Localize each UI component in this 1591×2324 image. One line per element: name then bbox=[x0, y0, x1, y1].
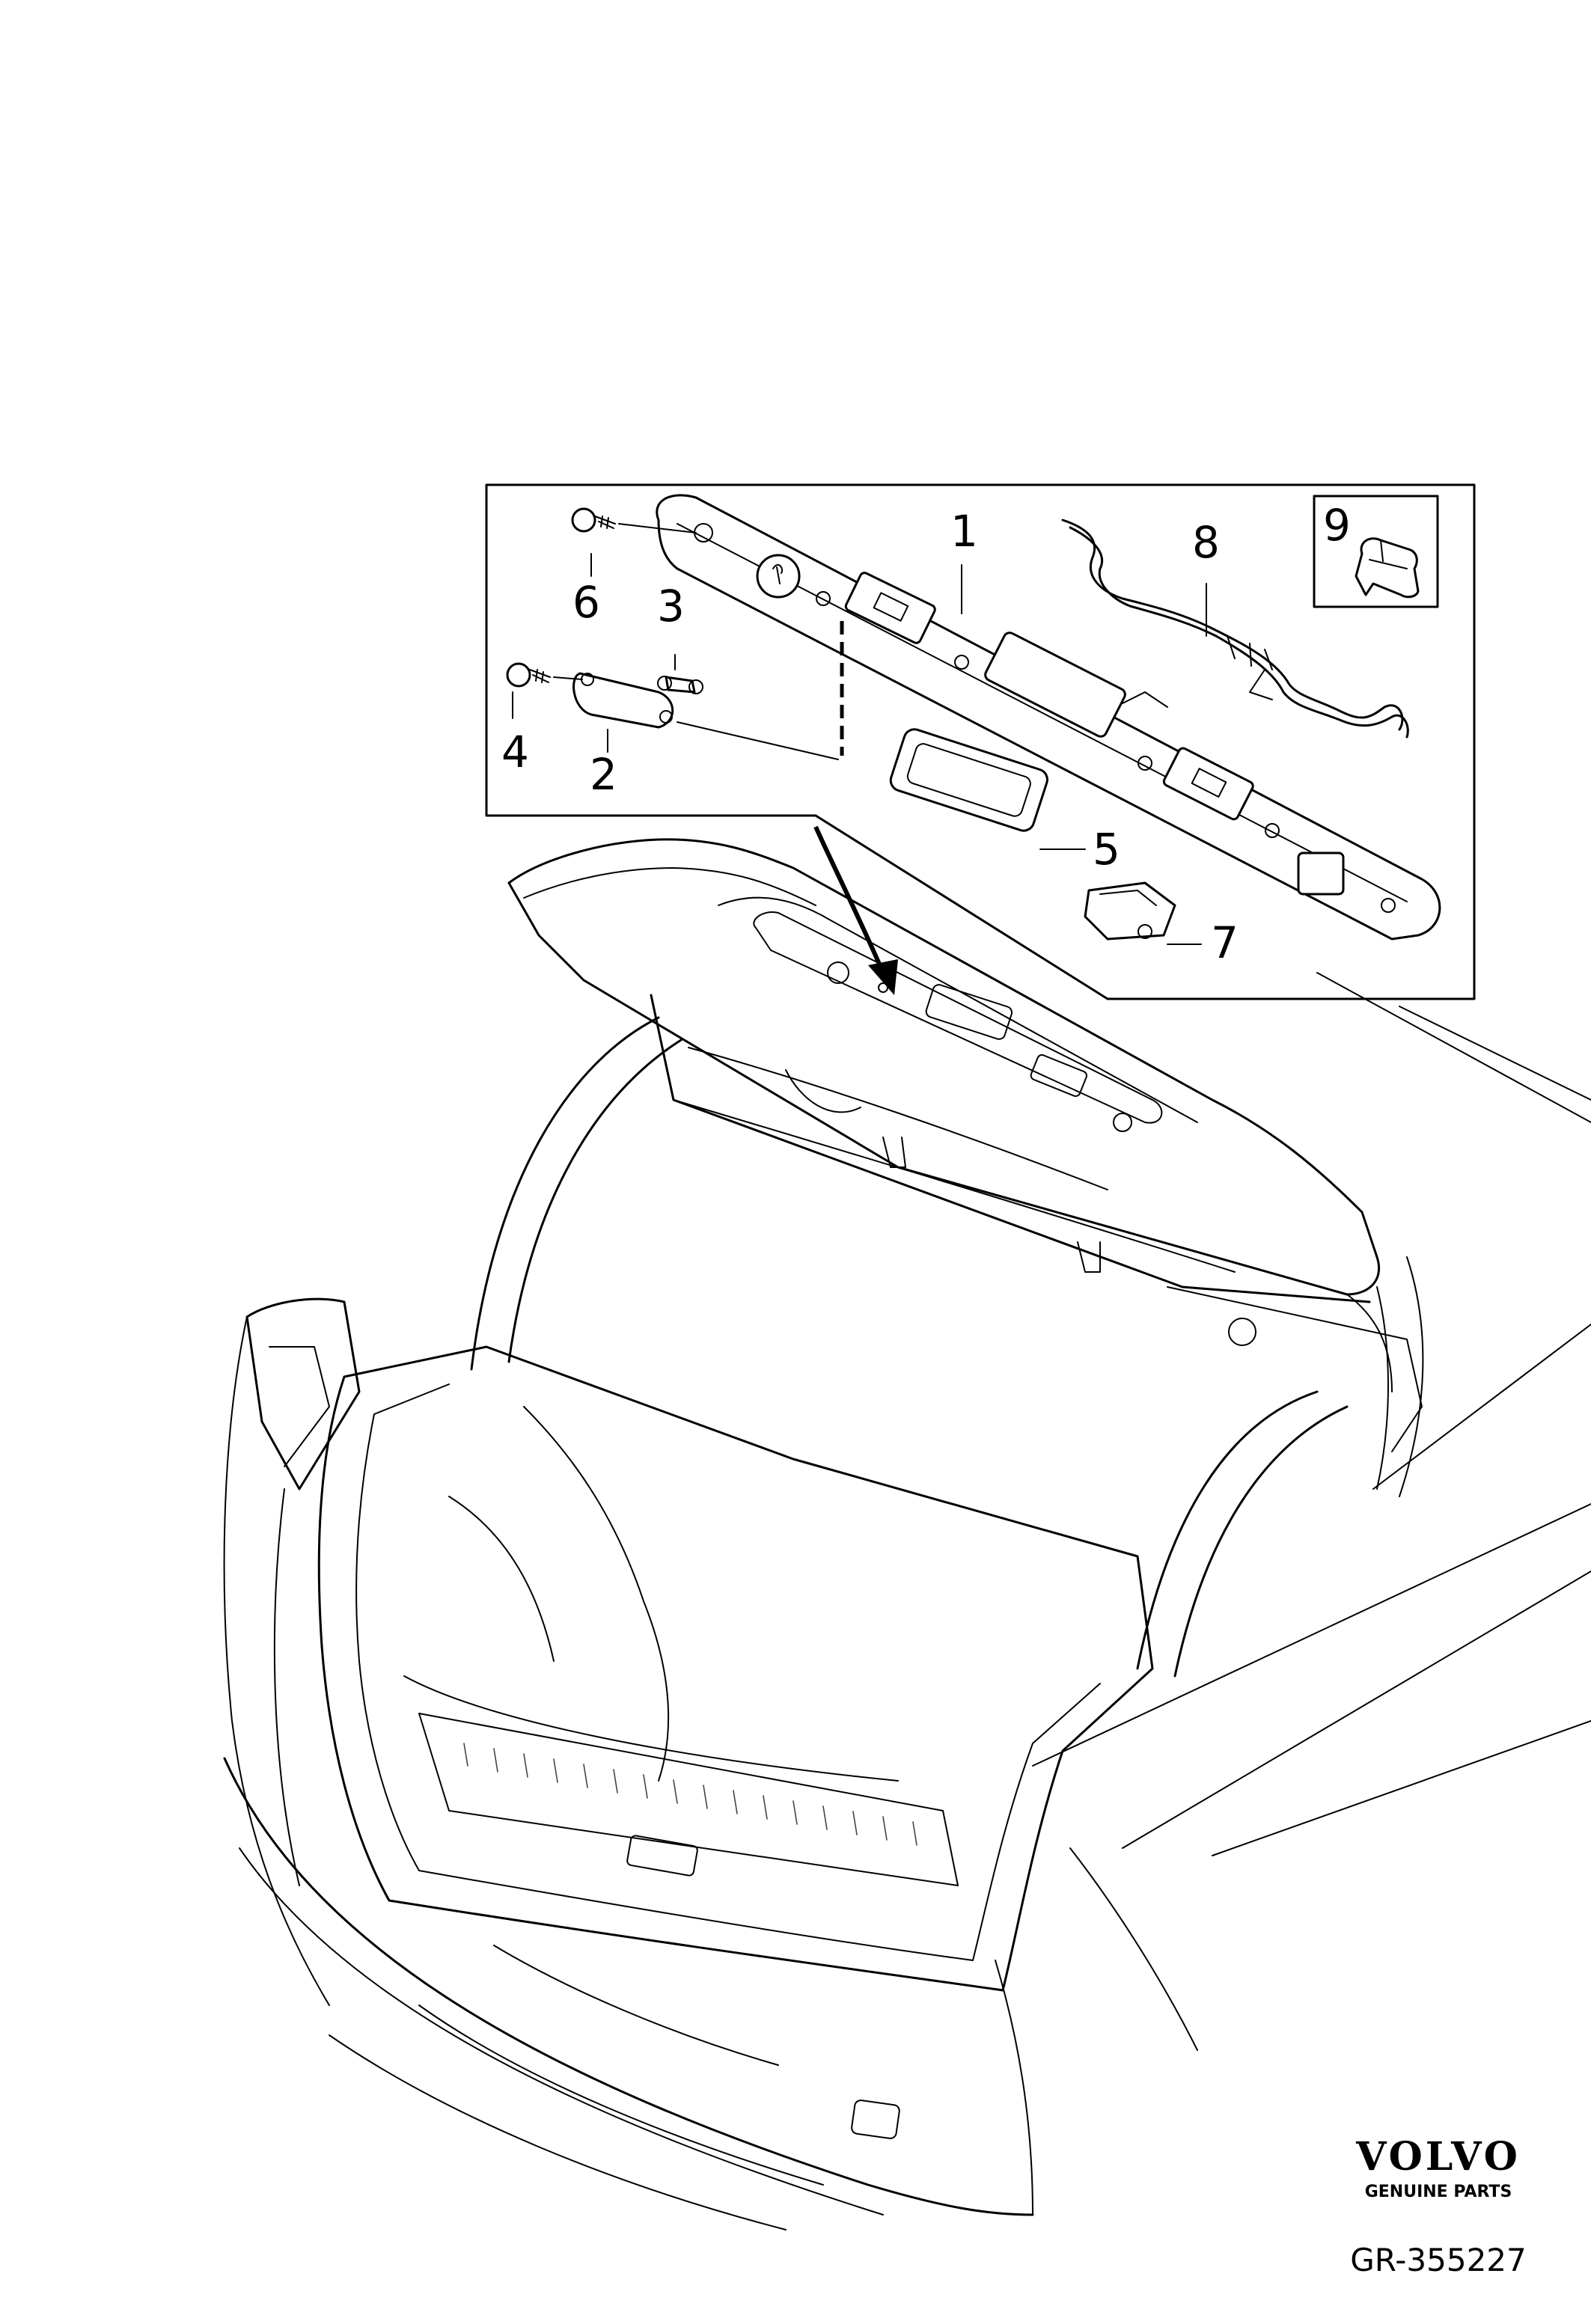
part-5-handle-frame bbox=[889, 728, 1048, 832]
part-7-camera bbox=[1084, 881, 1176, 941]
part-3-bulb bbox=[657, 676, 703, 694]
callout-6: 6 bbox=[572, 577, 600, 628]
car-rear-illustration bbox=[223, 838, 1591, 2230]
volvo-logo: VOLVO bbox=[1355, 2134, 1521, 2180]
callout-1: 1 bbox=[950, 506, 978, 557]
callout-8: 8 bbox=[1192, 517, 1220, 568]
callout-4: 4 bbox=[501, 727, 529, 777]
callout-labels: 1 2 3 4 5 6 7 8 9 bbox=[501, 500, 1351, 968]
part-4-screw bbox=[506, 662, 551, 688]
genuine-parts-label: GENUINE PARTS bbox=[1365, 2183, 1512, 2201]
diagram-reference: GR-355227 bbox=[1350, 2242, 1527, 2278]
part-2-lamp-housing bbox=[572, 672, 674, 729]
callout-5: 5 bbox=[1093, 824, 1120, 875]
part-9-inset bbox=[1313, 495, 1439, 608]
brand-block: VOLVO GENUINE PARTS GR-355227 bbox=[1350, 2134, 1527, 2278]
part-6-screw bbox=[571, 507, 616, 533]
sill-ribs bbox=[463, 1743, 917, 1846]
callout-2: 2 bbox=[590, 749, 617, 800]
callout-9: 9 bbox=[1323, 500, 1351, 551]
part-1-trim-panel bbox=[656, 494, 1441, 941]
part-8-cable-harness bbox=[1061, 519, 1409, 739]
detail-callout-box bbox=[485, 483, 1476, 1000]
callout-7: 7 bbox=[1211, 917, 1239, 968]
callout-3: 3 bbox=[657, 581, 685, 632]
